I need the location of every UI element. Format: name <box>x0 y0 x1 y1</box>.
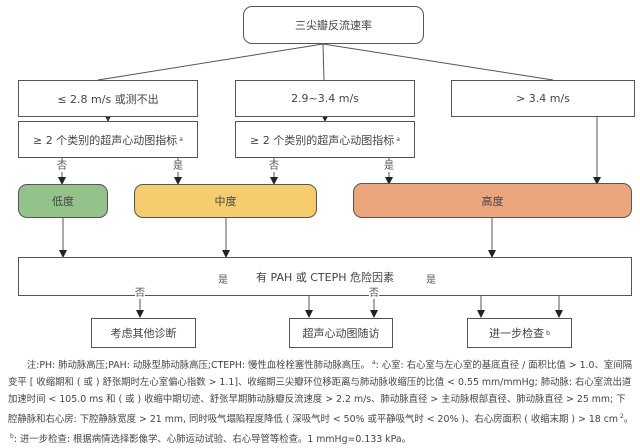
connector-root-high <box>322 43 554 81</box>
edge-label-no: 否 <box>369 288 379 299</box>
branch-high-velocity: > 3.4 m/s <box>451 80 635 117</box>
note-abbrev: 注:PH: 肺动脉高压;PAH: 动脉型肺动脉高压;CTEPH: 慢性血栓栓塞性… <box>26 360 370 372</box>
probability-high: 高度 <box>353 183 632 218</box>
note-a: : 心室: 右心室与左心室的基底直径 / 面积比值 > 1.0、室间隔变平 [ … <box>8 360 632 426</box>
edge-label-no: 否 <box>269 161 279 172</box>
outcome-echo-followup: 超声心动图随访 <box>289 318 393 348</box>
footnote-paragraph: 注:PH: 肺动脉高压;PAH: 动脉型肺动脉高压;CTEPH: 慢性血栓栓塞性… <box>8 354 634 448</box>
root-node: 三尖瓣反流速率 <box>243 6 424 44</box>
note-b: : 进一步检查: 根据病情选择影像学、心肺运动试验、右心导管等检查。1 mmHg… <box>13 434 412 446</box>
edge-label-yes: 是 <box>384 161 394 172</box>
outcome-label: 超声心动图随访 <box>302 327 380 340</box>
outcome-other-diagnosis: 考虑其他诊断 <box>91 318 196 348</box>
branch-label: 2.9~3.4 m/s <box>291 92 359 105</box>
risk-factor-label: 有 PAH 或 CTEPH 危险因素 <box>256 270 394 284</box>
footnote-marker: b <box>546 329 550 337</box>
footnote-marker: a <box>179 136 183 143</box>
probability-mid: 中度 <box>134 184 317 218</box>
edge-label-no: 否 <box>57 161 67 172</box>
branch-mid-velocity: 2.9~3.4 m/s <box>235 80 415 117</box>
probability-low: 低度 <box>18 184 108 218</box>
edge-label-no: 否 <box>135 288 145 299</box>
outcome-label: 考虑其他诊断 <box>110 327 177 340</box>
edge-label-yes: 是 <box>173 161 183 172</box>
criteria-label: ≥ 2 个类别的超声心动图指标 <box>33 133 178 147</box>
footnote-marker: a <box>371 359 376 366</box>
footnotes: 注:PH: 肺动脉高压;PAH: 动脉型肺动脉高压;CTEPH: 慢性血栓栓塞性… <box>8 354 634 448</box>
edge-label-yes: 是 <box>426 275 436 286</box>
risk-factor-node: 有 PAH 或 CTEPH 危险因素 <box>18 257 632 296</box>
footnote-marker: a <box>396 136 400 143</box>
criteria-label: ≥ 2 个类别的超声心动图指标 <box>250 133 395 147</box>
branch-low-velocity: ≤ 2.8 m/s 或测不出 <box>18 80 198 117</box>
branch-label: ≤ 2.8 m/s 或测不出 <box>57 92 159 106</box>
footnote-marker: b <box>10 433 14 441</box>
connector-root-low <box>97 43 324 81</box>
probability-label: 低度 <box>52 195 74 208</box>
branch-label: > 3.4 m/s <box>516 92 570 105</box>
probability-label: 高度 <box>481 194 504 208</box>
edge-label-yes: 是 <box>218 275 228 286</box>
root-label: 三尖瓣反流速率 <box>295 19 372 32</box>
probability-label: 中度 <box>214 195 237 208</box>
connector-root-mid <box>322 43 325 81</box>
outcome-label: 进一步检查 <box>489 327 545 340</box>
note-punct: 。 <box>623 414 634 426</box>
superscript: 2 <box>620 413 624 421</box>
